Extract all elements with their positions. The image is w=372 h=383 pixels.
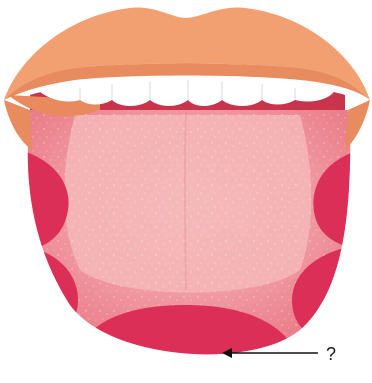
- tongue: [0, 100, 372, 383]
- question-label: ?: [326, 344, 336, 364]
- lip-corner-right: [345, 100, 370, 150]
- tongue-groove: [185, 112, 186, 290]
